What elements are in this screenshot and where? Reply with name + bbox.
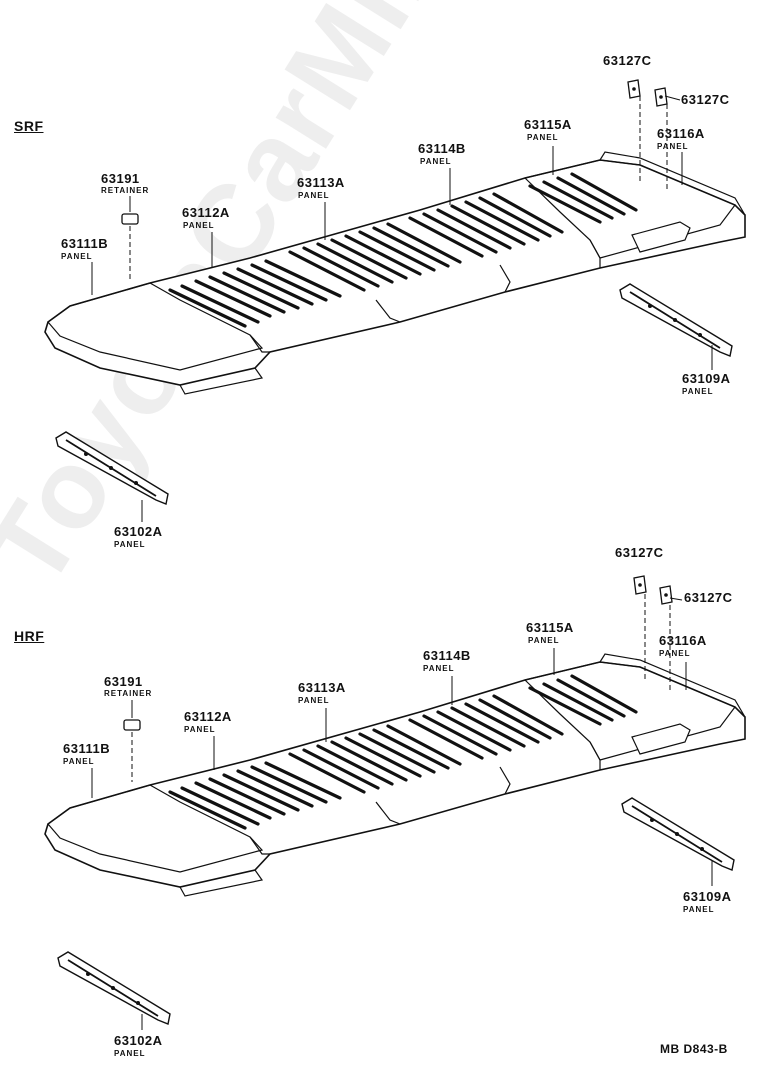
srf-desc-63115a: PANEL (527, 133, 559, 142)
hrf-desc-63191: RETAINER (104, 689, 153, 698)
hrf-label-63112a: 63112A (184, 709, 232, 724)
srf-desc-63191: RETAINER (101, 186, 150, 195)
hrf-clip-2 (659, 585, 673, 605)
diagram-code: MB D843-B (660, 1042, 728, 1056)
hrf-desc-63112a: PANEL (184, 725, 216, 734)
srf-clip-2 (654, 87, 668, 107)
hrf-label-63191: 63191 (104, 674, 143, 689)
hrf-label-63109a: 63109A (683, 889, 732, 904)
srf-desc-63109a: PANEL (682, 387, 714, 396)
srf-roof-assembly (43, 150, 747, 396)
srf-desc-63112a: PANEL (183, 221, 215, 230)
hrf-label-63114b: 63114B (423, 648, 471, 663)
srf-clip-1 (627, 79, 641, 99)
section-title-hrf: HRF (14, 628, 45, 644)
srf-label-63111b: 63111B (61, 236, 109, 251)
hrf-desc-63115a: PANEL (528, 636, 560, 645)
srf-leaders (91, 95, 713, 522)
hrf-rail-63109a (621, 797, 735, 871)
hrf-desc-63114b: PANEL (423, 664, 455, 673)
section-title-srf: SRF (14, 118, 44, 134)
hrf-label-63111b: 63111B (63, 741, 111, 756)
srf-label-63115a: 63115A (524, 117, 572, 132)
hrf-retainer (123, 719, 141, 731)
hrf-desc-63109a: PANEL (683, 905, 715, 914)
srf-label-63116a: 63116A (657, 126, 705, 141)
srf-label-63109a: 63109A (682, 371, 731, 386)
srf-label-63113a: 63113A (297, 175, 345, 190)
hrf-desc-63111b: PANEL (63, 757, 95, 766)
hrf-label-63115a: 63115A (526, 620, 574, 635)
hrf-desc-63102a: PANEL (114, 1049, 146, 1058)
hrf-label-63127c-a: 63127C (615, 545, 664, 560)
hrf-desc-63116a: PANEL (659, 649, 691, 658)
hrf-leaders (91, 594, 713, 1030)
hrf-rail-63102a (57, 951, 171, 1025)
hrf-label-63113a: 63113A (298, 680, 346, 695)
srf-rail-63109a (619, 283, 733, 357)
hrf-clip-1 (633, 575, 647, 595)
srf-label-63127c-a: 63127C (603, 53, 652, 68)
srf-desc-63113a: PANEL (298, 191, 330, 200)
srf-desc-63114b: PANEL (420, 157, 452, 166)
srf-desc-63116a: PANEL (657, 142, 689, 151)
hrf-label-63116a: 63116A (659, 633, 707, 648)
srf-desc-63111b: PANEL (61, 252, 93, 261)
srf-label-63127c-b: 63127C (681, 92, 730, 107)
srf-label-63112a: 63112A (182, 205, 230, 220)
srf-label-63191: 63191 (101, 171, 140, 186)
srf-desc-63102a: PANEL (114, 540, 146, 549)
srf-rail-63102a (55, 431, 169, 505)
hrf-label-63127c-b: 63127C (684, 590, 733, 605)
srf-label-63102a: 63102A (114, 524, 163, 539)
srf-label-63114b: 63114B (418, 141, 466, 156)
srf-retainer (121, 213, 139, 225)
hrf-label-63102a: 63102A (114, 1033, 163, 1048)
hrf-desc-63113a: PANEL (298, 696, 330, 705)
